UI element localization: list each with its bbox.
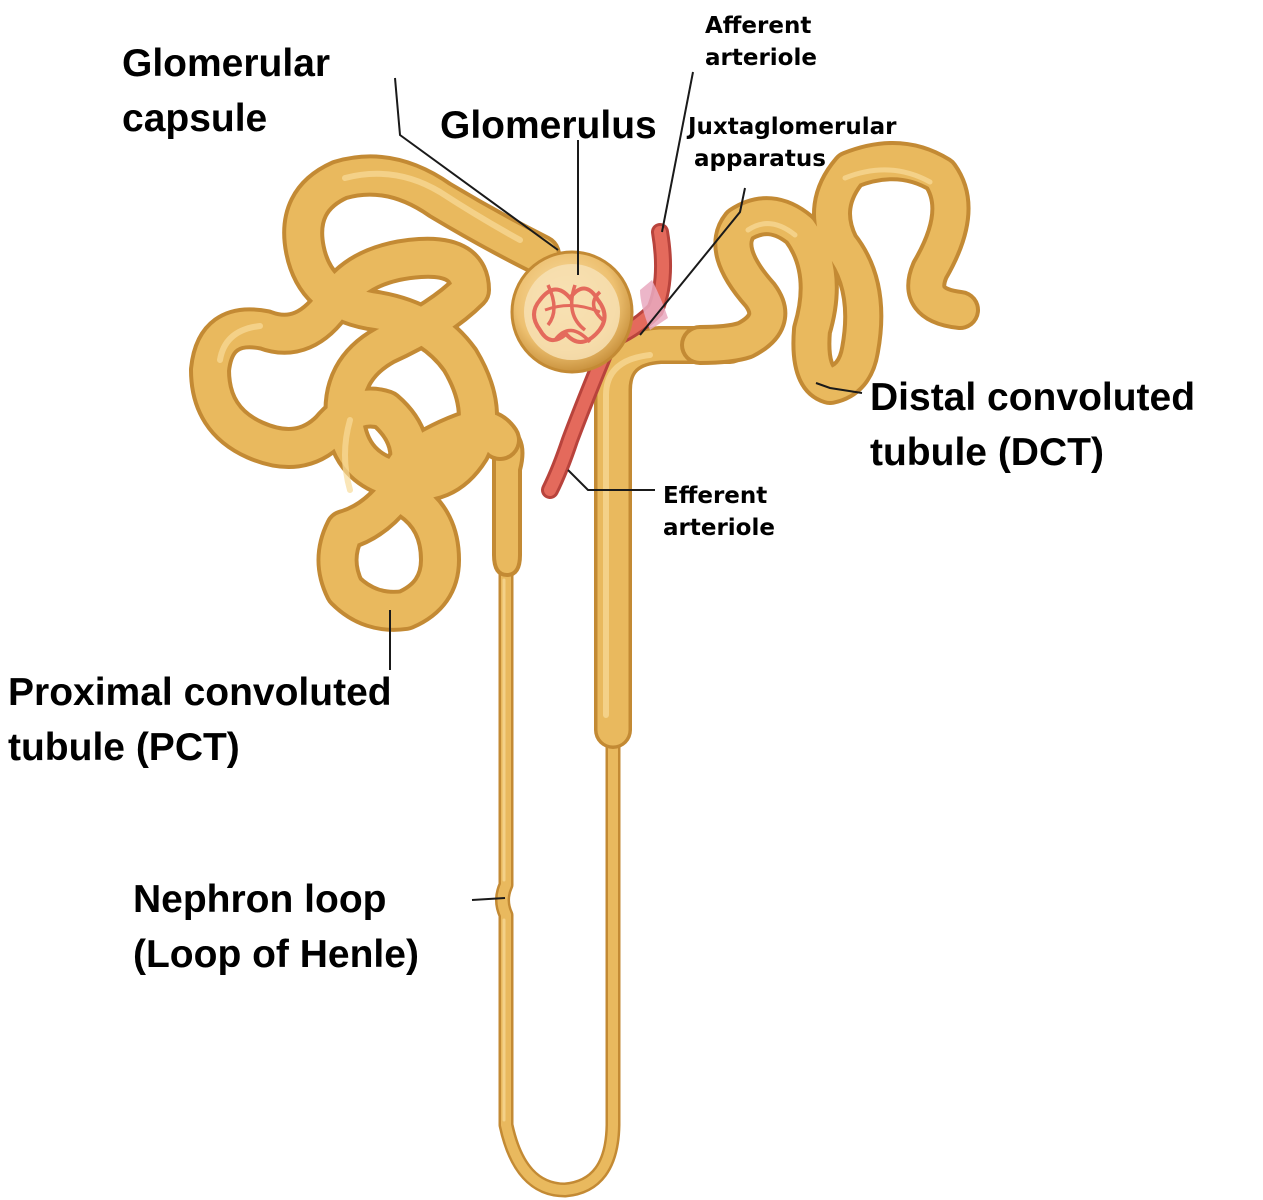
label-glomerular-capsule: Glomerular capsule	[122, 42, 331, 140]
glomerulus-capillaries	[532, 284, 607, 344]
proximal-convoluted-tubule-tube	[189, 154, 561, 632]
label-juxtaglomerular-apparatus: Juxtaglomerular apparatus	[688, 114, 897, 172]
label-glomerulus: Glomerulus	[440, 104, 657, 147]
distal-convoluted-tubule-tube	[680, 141, 980, 405]
label-afferent-arteriole: Afferent arteriole	[705, 13, 817, 71]
juxtaglomerular-cells	[640, 280, 668, 330]
label-efferent-arteriole: Efferent arteriole	[663, 483, 775, 541]
nephron-loop-tube	[495, 562, 621, 1198]
leader-lines	[389, 71, 863, 901]
label-nephron-loop: Nephron loop (Loop of Henle)	[133, 878, 419, 976]
thick-ascending-limb	[594, 326, 749, 749]
label-proximal-convoluted-tubule: Proximal convoluted tubule (PCT)	[8, 671, 392, 769]
label-distal-convoluted-tubule: Distal convoluted tubule (DCT)	[870, 376, 1196, 474]
